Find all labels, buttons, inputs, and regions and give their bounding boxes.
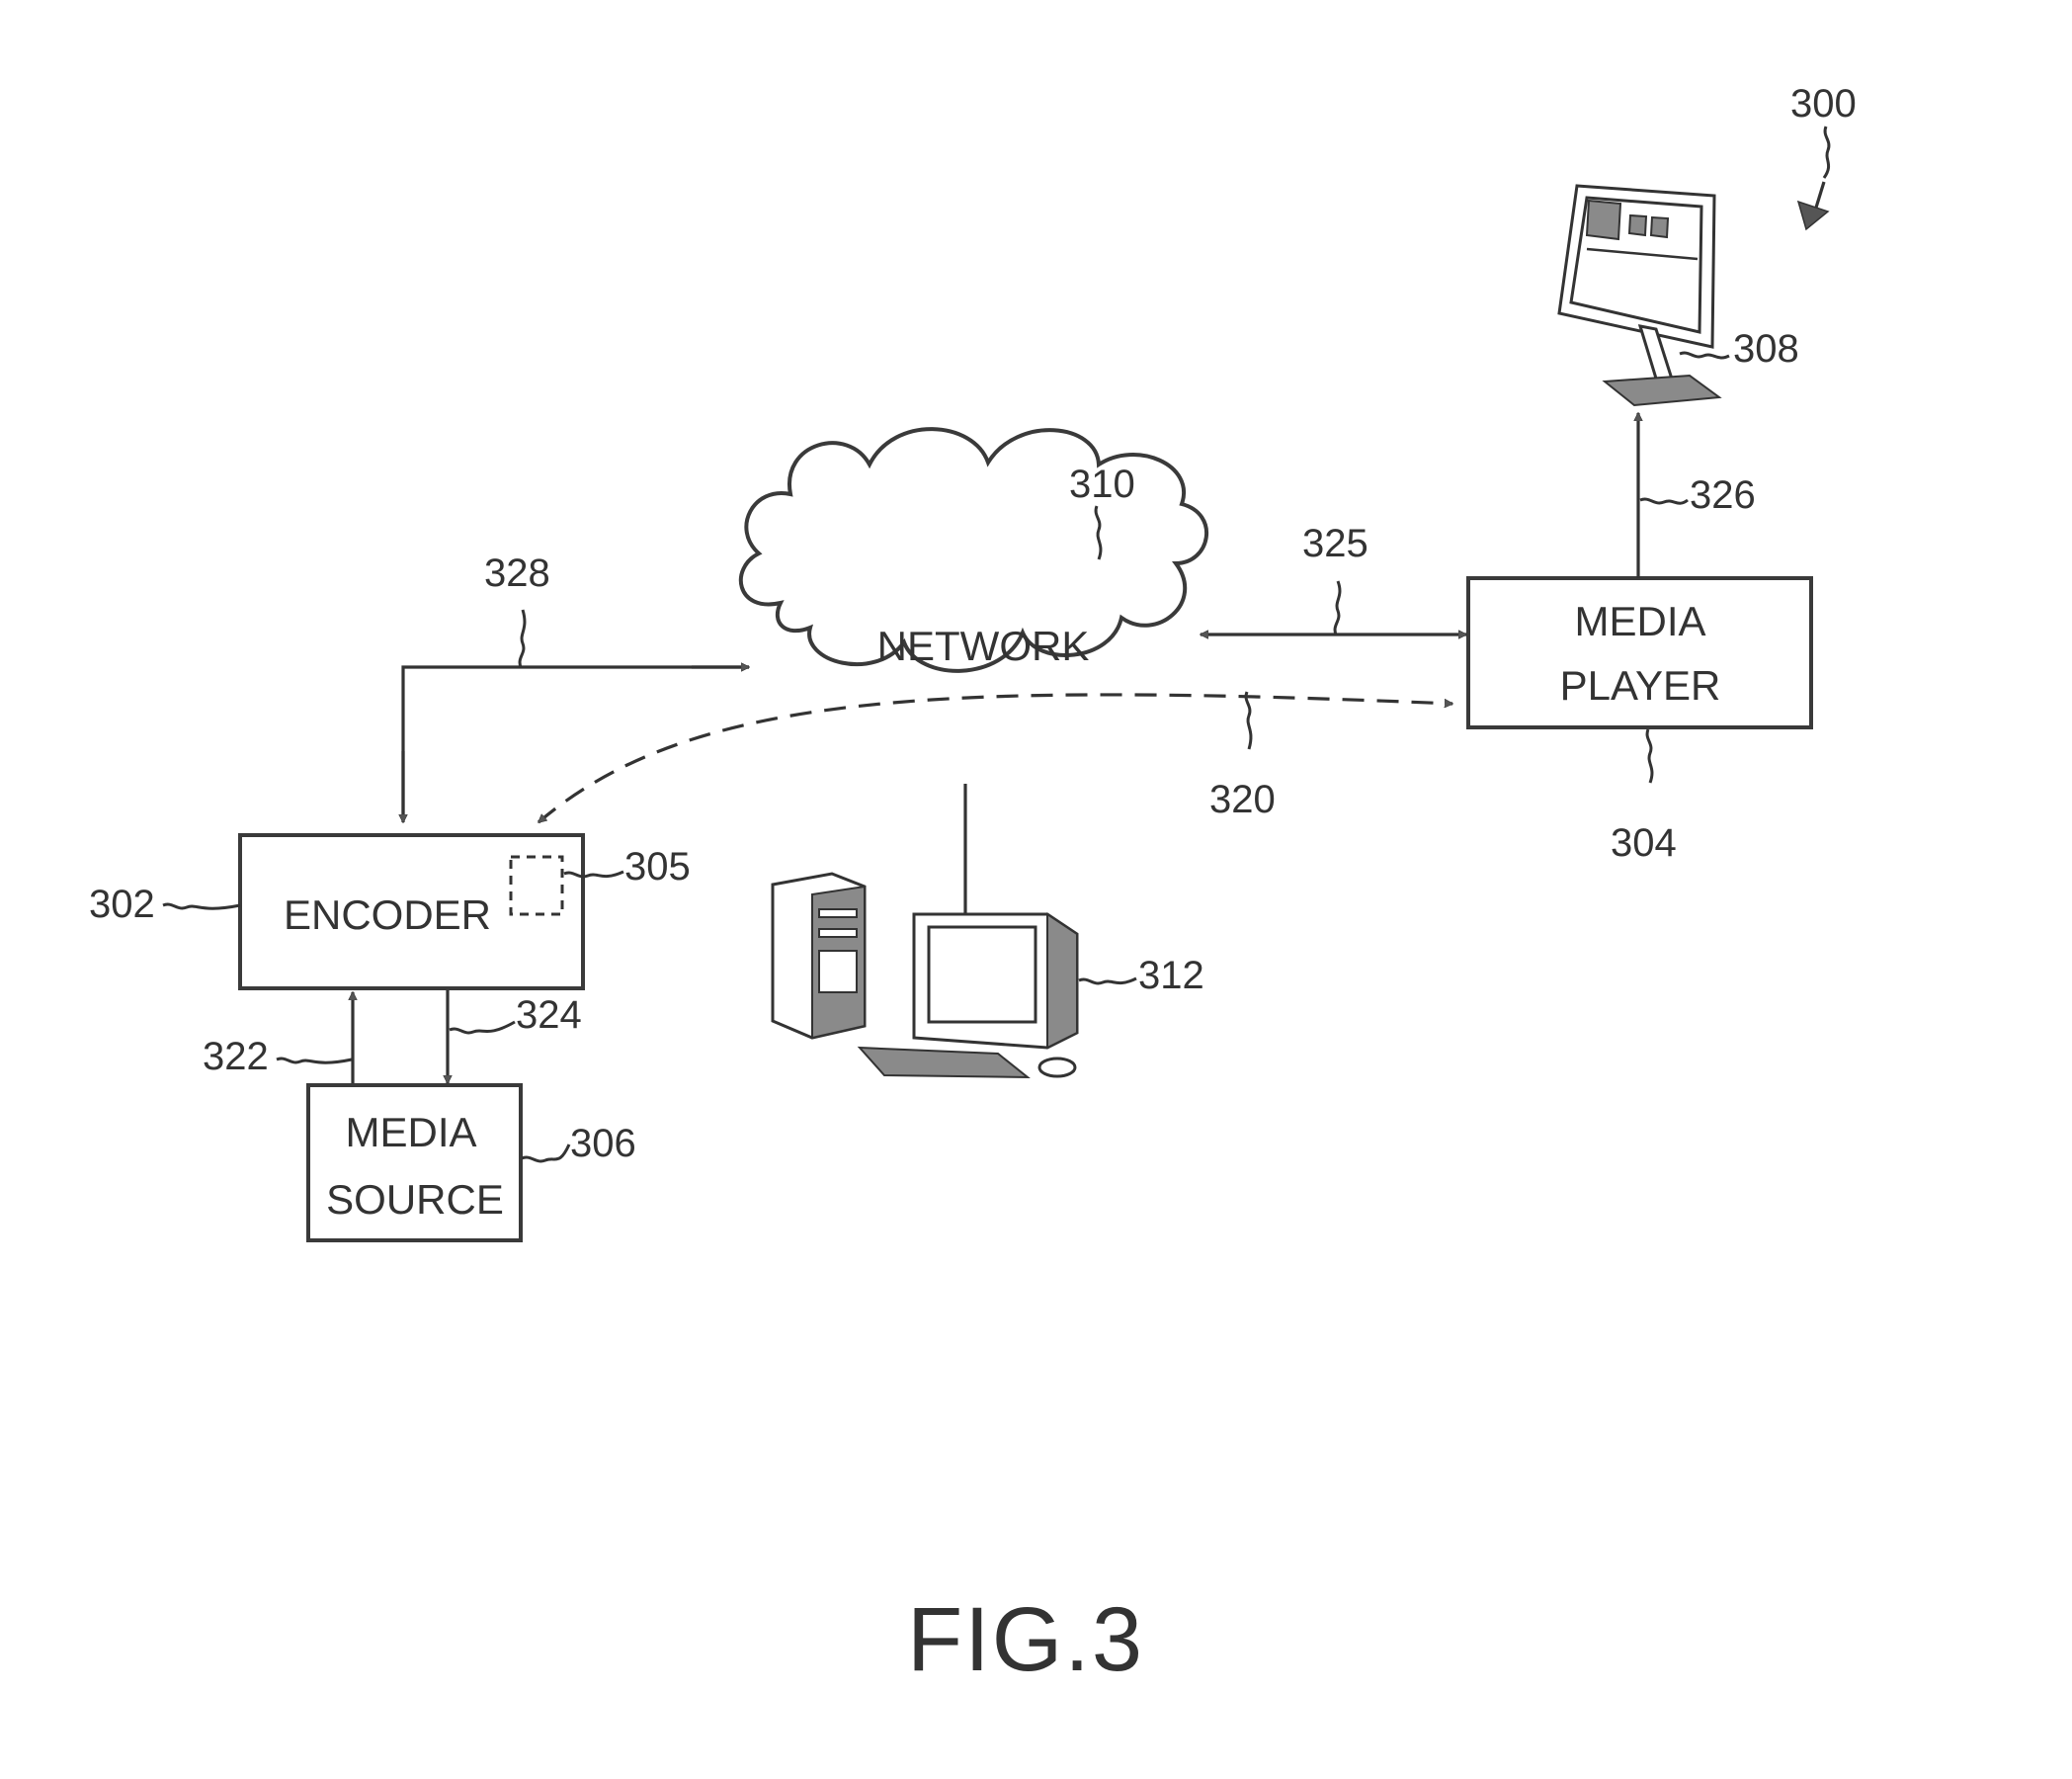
encoder-label: ENCODER: [284, 891, 491, 938]
network: NETWORK 310: [741, 429, 1206, 671]
figure-ref-leader: [1824, 127, 1829, 178]
media-source-ref: 306: [570, 1122, 636, 1165]
figure-ref-shaft: [1816, 182, 1824, 208]
figure-ref-arrowhead: [1798, 202, 1828, 229]
connection-326-ref: 326: [1690, 473, 1756, 517]
crt-screen: [929, 927, 1036, 1022]
connection-325: 325: [1201, 522, 1466, 635]
network-ref: 310: [1069, 463, 1135, 506]
connection-320: 320: [539, 692, 1452, 822]
tower-drive-b: [819, 929, 857, 937]
connection-325-ref: 325: [1302, 522, 1368, 565]
connection-326-leader: [1640, 499, 1688, 503]
tower-drive-a: [819, 909, 857, 917]
computer-ref: 312: [1138, 954, 1204, 997]
connection-322: 322: [203, 992, 353, 1085]
computer-ref-leader: [1079, 978, 1136, 983]
media-player-ref: 304: [1611, 821, 1677, 865]
media-source-label-1: MEDIA: [345, 1109, 476, 1155]
computer-mouse: [1039, 1059, 1075, 1076]
connection-324-ref: 324: [516, 993, 582, 1037]
figure-ref-300: 300: [1790, 82, 1857, 229]
connection-320-ref: 320: [1209, 778, 1276, 821]
figure-caption: FIG.3: [907, 1589, 1144, 1690]
computer: 312: [773, 784, 1204, 1077]
connection-328: 328: [403, 551, 749, 822]
connection-328-ref: 328: [484, 551, 550, 595]
media-player-ref-leader: [1647, 729, 1652, 783]
connection-320-leader: [1246, 692, 1251, 749]
connection-322-ref: 322: [203, 1035, 269, 1078]
monitor-base: [1605, 376, 1719, 405]
connection-328-leader: [520, 610, 525, 667]
connection-322-leader: [277, 1059, 352, 1062]
crt-side: [1047, 914, 1077, 1048]
screen-window-dark: [1587, 201, 1620, 239]
stream-path: [539, 695, 1452, 822]
display-ref-leader: [1680, 353, 1729, 358]
encoder-ref-leader: [163, 904, 240, 908]
media-source: MEDIA SOURCE 306: [308, 1085, 636, 1240]
connection-326: 326: [1638, 413, 1756, 578]
media-player-label-2: PLAYER: [1560, 662, 1721, 709]
media-player-label-1: MEDIA: [1574, 598, 1705, 644]
connection-325-leader: [1335, 581, 1340, 635]
encoder-ref: 302: [89, 883, 155, 926]
screen-icon-a: [1629, 215, 1646, 235]
network-label: NETWORK: [877, 623, 1090, 669]
encoder-network-link: [403, 667, 749, 820]
screen-icon-b: [1651, 217, 1668, 237]
display-device: 308: [1559, 186, 1799, 405]
connection-324: 324: [448, 990, 582, 1083]
tower-panel: [819, 951, 857, 992]
media-source-label-2: SOURCE: [326, 1176, 504, 1223]
encoder: ENCODER 305 302: [89, 835, 691, 988]
display-ref: 308: [1733, 327, 1799, 371]
encoder-module-ref: 305: [624, 845, 691, 889]
media-source-ref-leader: [522, 1144, 569, 1161]
computer-keyboard: [860, 1048, 1028, 1077]
connection-324-leader: [450, 1022, 515, 1033]
figure-ref-text: 300: [1790, 82, 1857, 126]
media-player: MEDIA PLAYER 304: [1468, 578, 1811, 865]
